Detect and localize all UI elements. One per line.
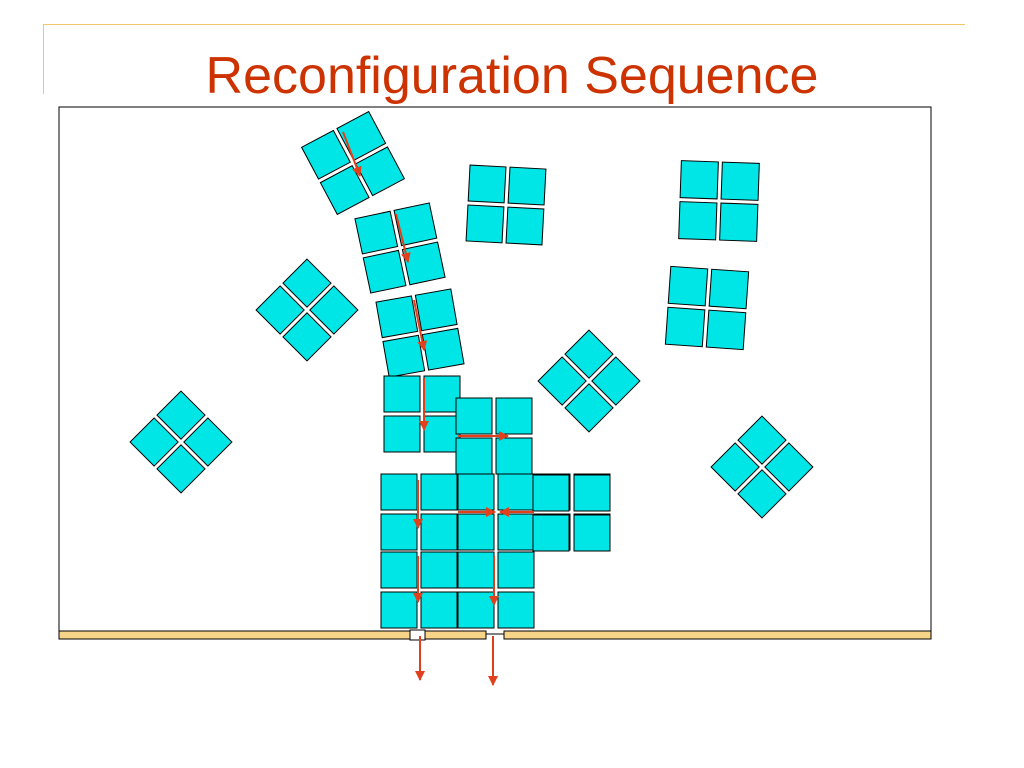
motion-arrow [395, 213, 411, 263]
module-cell [300, 129, 351, 180]
module-cluster [455, 397, 533, 475]
module-cell [457, 513, 495, 551]
module-cell [282, 312, 332, 362]
module-cell [457, 473, 495, 511]
module-cluster [710, 415, 814, 519]
module-cell [495, 437, 533, 475]
module-cluster [375, 288, 465, 378]
module-cluster [457, 473, 535, 551]
module-cell [708, 268, 750, 310]
module-cell [423, 375, 461, 413]
module-groups [129, 110, 814, 629]
module-cell [383, 415, 421, 453]
floor [58, 629, 932, 641]
module-cell [720, 161, 760, 201]
module-cell [380, 591, 418, 629]
module-cell [667, 265, 709, 307]
module-cell [423, 415, 461, 453]
module-cell [375, 295, 419, 339]
module-cluster [380, 473, 458, 551]
module-cell [497, 513, 535, 551]
module-cell [497, 591, 535, 629]
module-cell [664, 306, 706, 348]
module-cell [573, 474, 611, 512]
floor-opening-marker [409, 629, 426, 641]
module-cell [380, 551, 418, 589]
module-cell [710, 442, 760, 492]
module-cell [309, 285, 359, 335]
module-cell [255, 285, 305, 335]
module-cell [382, 334, 426, 378]
module-cluster [383, 375, 461, 453]
module-cell [420, 591, 458, 629]
module-cell [282, 258, 332, 308]
module-cell [183, 417, 233, 467]
module-cell [421, 327, 465, 371]
module-cell [573, 514, 611, 552]
module-cell [679, 160, 719, 200]
module-cell [420, 473, 458, 511]
module-cell [420, 551, 458, 589]
module-cell [457, 591, 495, 629]
floor-left [58, 630, 487, 640]
title-accent-line [43, 24, 965, 25]
motion-arrow [342, 131, 362, 177]
module-cell [129, 417, 179, 467]
module-cell [455, 437, 493, 475]
module-cell [383, 375, 421, 413]
module-cell [564, 329, 614, 379]
module-cluster [255, 258, 359, 362]
module-cell [497, 473, 535, 511]
module-cell [380, 473, 418, 511]
module-cell [737, 469, 787, 519]
module-cluster [380, 551, 458, 629]
module-cell [393, 202, 438, 247]
module-cell [505, 206, 545, 246]
module-cell [507, 166, 547, 206]
floor-right [503, 630, 932, 640]
module-cluster [457, 551, 535, 629]
module-cell [156, 390, 206, 440]
module-cell [719, 202, 759, 242]
module-cell [319, 165, 370, 216]
module-cell [591, 356, 641, 406]
title-accent-bracket [43, 24, 44, 94]
module-cell [457, 551, 495, 589]
module-cluster [664, 265, 750, 351]
module-cell [355, 146, 406, 197]
module-cell [465, 204, 505, 244]
module-cluster [354, 202, 446, 294]
module-cell [532, 514, 570, 552]
module-cell [362, 249, 407, 294]
module-cell [467, 164, 507, 204]
module-cell [705, 309, 747, 351]
module-cell [497, 551, 535, 589]
motion-arrow [413, 299, 428, 351]
module-cluster [537, 329, 641, 433]
module-cell [420, 513, 458, 551]
module-cell [495, 397, 533, 435]
module-cluster [465, 164, 547, 246]
module-cell [455, 397, 493, 435]
module-cluster [300, 110, 406, 216]
module-cell [354, 210, 399, 255]
module-cell [537, 356, 587, 406]
module-cell [564, 383, 614, 433]
module-cell [737, 415, 787, 465]
module-cluster [678, 160, 760, 242]
module-cell [156, 444, 206, 494]
module-cluster [129, 390, 233, 494]
motion-arrows [342, 131, 534, 686]
module-cell [678, 201, 718, 241]
module-cell [401, 241, 446, 286]
module-cell [532, 474, 570, 512]
slide-title: Reconfiguration Sequence [205, 47, 819, 105]
module-cell [414, 288, 458, 332]
module-cell [764, 442, 814, 492]
module-cell [380, 513, 418, 551]
